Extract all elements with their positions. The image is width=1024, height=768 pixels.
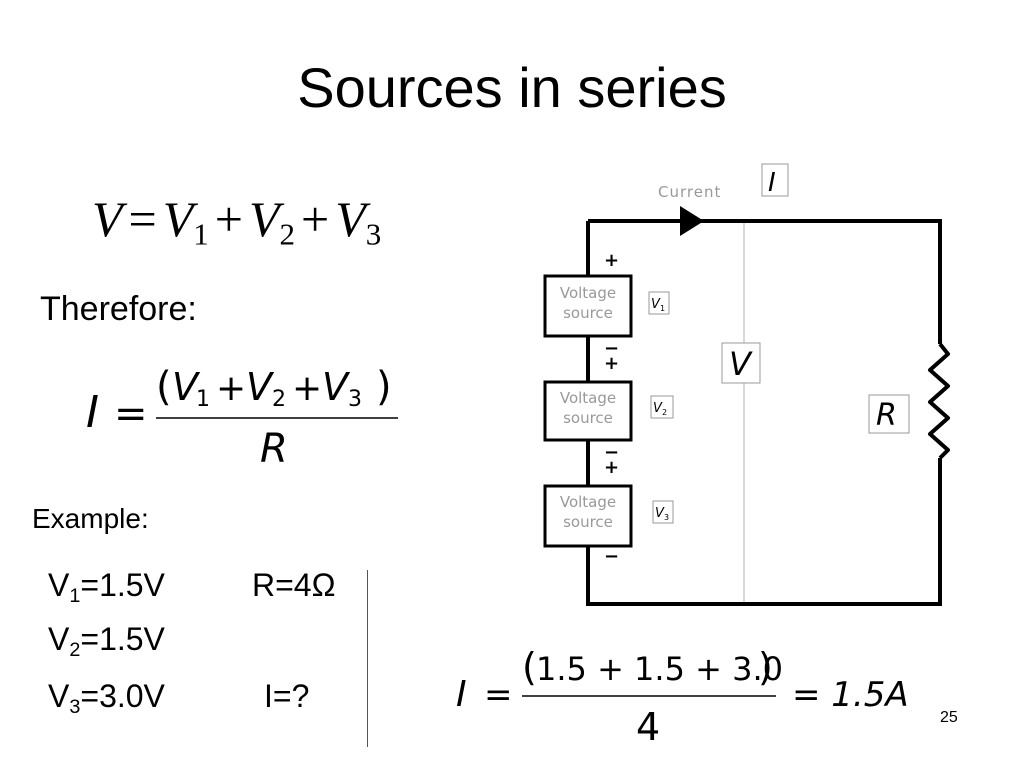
solution-open-paren: ( — [522, 645, 537, 689]
given-v1: V1=1.5V — [48, 567, 165, 607]
eq-lhs: V — [92, 191, 123, 247]
given-v2: V2=1.5V — [48, 621, 165, 661]
open-paren: ( — [156, 364, 172, 410]
svg-text:Voltage: Voltage — [560, 389, 616, 407]
eq-v3: V — [335, 191, 366, 247]
svg-text:1: 1 — [660, 304, 665, 313]
solution-denominator: 4 — [636, 705, 660, 749]
svg-text:+: + — [216, 368, 246, 409]
sum-equation: V=V1+V2+V3 — [92, 191, 382, 252]
svg-text:2: 2 — [272, 387, 286, 412]
denominator-r: R — [260, 426, 288, 472]
svg-text:3: 3 — [664, 513, 669, 522]
resistance-symbol-box — [868, 394, 910, 434]
given-resistance: R=4Ω — [252, 567, 336, 603]
minus-icon: − — [604, 546, 619, 567]
svg-text:source: source — [563, 304, 613, 322]
svg-text:Voltage: Voltage — [560, 284, 616, 302]
plus-icon: + — [604, 250, 619, 271]
example-label: Example: — [32, 503, 149, 534]
voltage-symbol: V — [729, 345, 753, 383]
wire-bottom — [586, 458, 942, 606]
circuit-wires — [586, 219, 950, 606]
current-symbol-box — [761, 163, 789, 197]
solution-result: = 1.5A — [792, 675, 909, 715]
voltage-source-1: Voltage source + − V 1 — [543, 250, 670, 359]
svg-text:source: source — [563, 513, 613, 531]
equals-sign: = — [114, 391, 148, 437]
eq-v2: V — [249, 191, 280, 247]
plus-icon: + — [604, 457, 619, 478]
current-label: Current — [658, 183, 721, 201]
solution-close-paren: ) — [758, 645, 773, 689]
wire-top-right — [588, 219, 942, 344]
minus-icon: − — [604, 338, 619, 359]
voltage-source-3: Voltage source + − V 3 — [543, 457, 674, 567]
num-v1: V — [172, 365, 201, 409]
circuit-diagram: Current I V R Voltage source + − V 1 Vol… — [543, 163, 950, 606]
voltage-symbol-box — [721, 342, 761, 384]
num-v3: V — [322, 365, 351, 409]
num-v2: V — [246, 365, 275, 409]
given-unknown: I=? — [264, 678, 310, 714]
page-title: Sources in series — [297, 56, 727, 119]
svg-text:source: source — [563, 409, 613, 427]
therefore-label: Therefore: — [40, 290, 197, 328]
voltage-source-2: Voltage source + − V 2 — [543, 353, 674, 463]
current-symbol: I — [768, 168, 776, 198]
svg-text:Voltage: Voltage — [560, 493, 616, 511]
plus-icon: + — [604, 353, 619, 374]
svg-text:2: 2 — [662, 408, 667, 417]
divider-line — [367, 570, 368, 747]
resistor-zigzag — [928, 342, 950, 460]
solution-numerator: 1.5 + 1.5 + 3.0 — [536, 650, 783, 688]
eq-v1: V — [162, 191, 194, 247]
svg-text:V: V — [651, 297, 661, 312]
solution-lhs: I — [456, 674, 467, 715]
svg-text:V: V — [653, 401, 663, 416]
svg-text:+: + — [292, 368, 322, 409]
current-formula: I = ( V 1 + V 2 + V 3 ) R — [86, 364, 398, 472]
current-arrow-icon — [680, 206, 704, 236]
svg-text:=: = — [484, 675, 513, 715]
current-lhs: I — [86, 387, 99, 438]
given-v3: V3=3.0V — [48, 678, 165, 718]
svg-text:3: 3 — [348, 387, 362, 412]
close-paren: ) — [376, 364, 392, 410]
minus-icon: − — [604, 442, 619, 463]
svg-text:V: V — [655, 506, 665, 521]
solution-formula: I = ( 1.5 + 1.5 + 3.0 ) 4 = 1.5A — [456, 645, 909, 749]
svg-text:1: 1 — [196, 387, 210, 412]
resistance-symbol: R — [876, 398, 897, 433]
page-number: 25 — [940, 709, 958, 726]
